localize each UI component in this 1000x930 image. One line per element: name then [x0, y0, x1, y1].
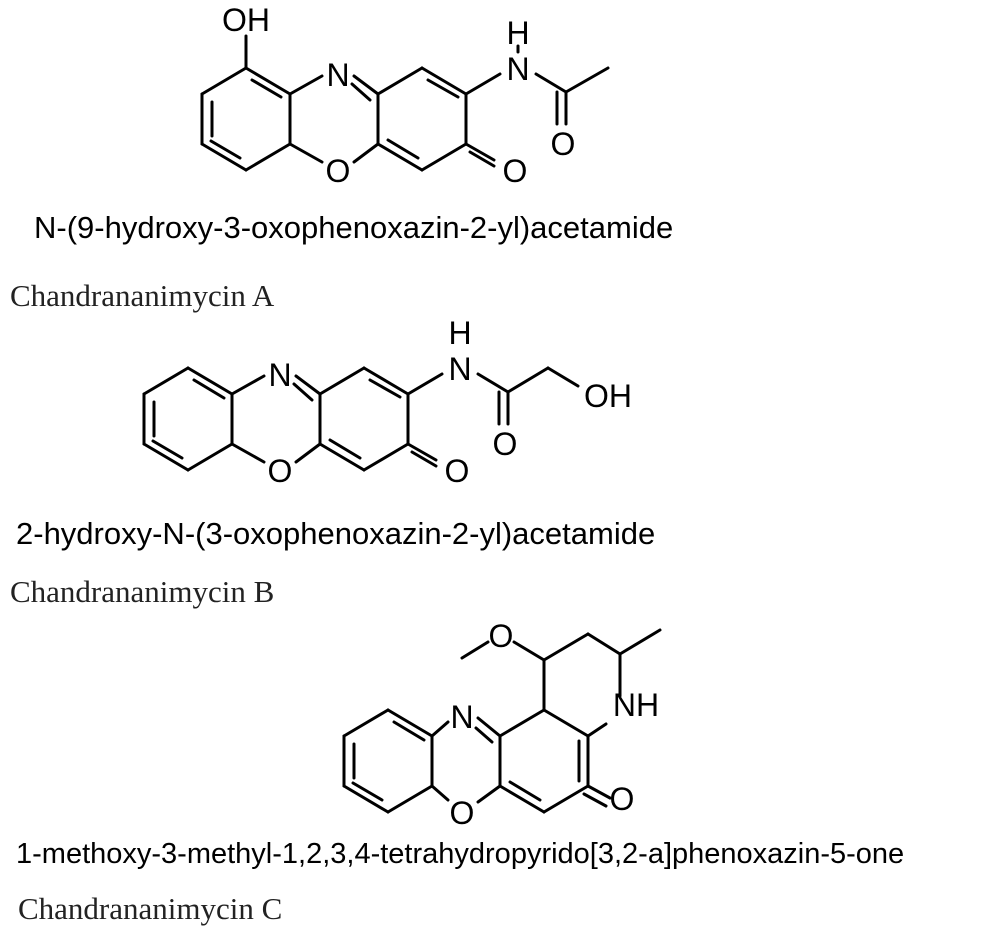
amide-nitrogen-label: N [506, 51, 529, 87]
methoxy-oxygen-label: O [489, 618, 514, 654]
ketone-oxygen-label: O [503, 153, 528, 189]
hydroxyl-label: OH [222, 2, 270, 38]
ketone-oxygen-label: O [610, 781, 635, 817]
structure-chandrananimycin-b: N O H N O O OH [142, 315, 632, 489]
hydroxyl-label: OH [584, 378, 632, 414]
iupac-name-c: 1-methoxy-3-methyl-1,2,3,4-tetrahydropyr… [16, 838, 905, 870]
amide-hydrogen-label: H [506, 15, 529, 51]
ring-nitrogen-label: N [326, 57, 349, 93]
amide-oxygen-label: O [551, 126, 576, 162]
ring-oxygen-label: O [268, 453, 293, 489]
ring-nitrogen-label: N [268, 357, 291, 393]
amine-label: NH [613, 687, 659, 723]
compound-name-a: Chandrananimycin A [10, 278, 275, 313]
compound-name-b: Chandrananimycin B [10, 574, 275, 609]
ketone-oxygen-label: O [445, 453, 470, 489]
compound-name-c: Chandrananimycin C [18, 891, 283, 926]
structure-chandrananimycin-c: O N O NH O [342, 618, 662, 831]
amide-oxygen-label: O [493, 426, 518, 462]
ring-nitrogen-label: N [450, 699, 473, 735]
amide-hydrogen-label: H [448, 315, 471, 351]
amide-nitrogen-label: N [448, 351, 471, 387]
structure-chandrananimycin-a: OH N O H N O O [200, 2, 610, 189]
iupac-name-a: N-(9-hydroxy-3-oxophenoxazin-2-yl)acetam… [34, 210, 674, 245]
ring-oxygen-label: O [450, 795, 475, 831]
iupac-name-b: 2-hydroxy-N-(3-oxophenoxazin-2-yl)acetam… [16, 516, 656, 551]
ring-oxygen-label: O [326, 153, 351, 189]
